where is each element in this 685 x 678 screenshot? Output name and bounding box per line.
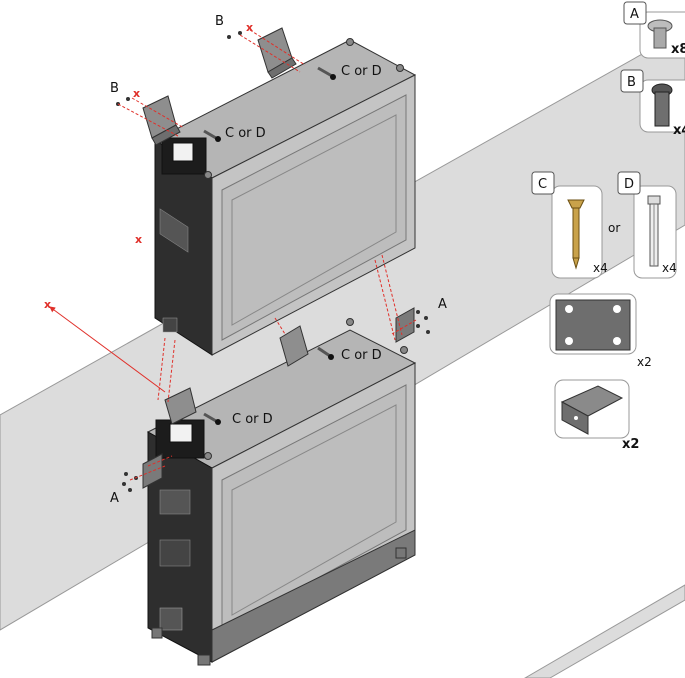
part-plate-card: x2 <box>549 293 652 369</box>
wall-bracket-top-left <box>142 95 181 146</box>
red-x-marks: x x x x <box>44 21 253 311</box>
lag-screw-2 <box>203 129 221 142</box>
wall-bracket-mid <box>279 325 309 367</box>
part-d-qty: x4 <box>662 261 677 275</box>
joint-plate-right <box>395 307 415 343</box>
lag-screw-3 <box>317 346 334 360</box>
small-screws-a <box>122 310 430 492</box>
part-plate-qty: x2 <box>637 355 652 369</box>
callout-c-or-d-4: C or D <box>232 412 273 427</box>
part-a-letter: A <box>630 7 639 22</box>
svg-text:x: x <box>135 233 142 246</box>
callout-a-right: A <box>438 297 447 312</box>
part-or-text: or <box>608 221 620 235</box>
flat-head-screw-icon <box>647 19 673 49</box>
lag-screw-1 <box>317 66 336 80</box>
part-d-letter: D <box>624 177 634 192</box>
part-a-card: A x8 <box>623 1 685 59</box>
svg-text:x: x <box>44 298 51 311</box>
callout-c-or-d-3: C or D <box>341 348 382 363</box>
part-b-letter: B <box>627 75 636 90</box>
wall-bracket-top-right <box>257 27 297 79</box>
part-b-card: B x4 <box>620 69 685 138</box>
part-c-letter: C <box>538 177 547 192</box>
joint-plate-left <box>142 453 163 489</box>
lag-screw-4 <box>203 412 221 425</box>
part-bracket-qty: x2 <box>622 437 639 452</box>
wall-anchor-icon <box>647 195 661 267</box>
callout-c-or-d-1: C or D <box>341 64 382 79</box>
part-b-qty: x4 <box>673 123 685 138</box>
svg-text:x: x <box>246 21 253 34</box>
svg-text:x: x <box>133 87 140 100</box>
part-c-card: C x4 <box>531 171 608 279</box>
battery-module-top <box>154 38 417 356</box>
callout-b-left: B <box>110 81 119 96</box>
wall-bracket-low <box>164 387 197 425</box>
callout-a-left: A <box>110 491 119 506</box>
part-d-card: D x4 <box>617 171 677 279</box>
callout-c-or-d-2: C or D <box>225 126 266 141</box>
battery-module-bottom <box>146 318 417 666</box>
part-bracket-card: x2 <box>554 379 639 452</box>
red-guide-lines <box>49 29 417 481</box>
wood-screw-icon <box>567 199 585 270</box>
mounting-plate-icon <box>555 299 631 351</box>
socket-bolt-icon <box>651 83 673 127</box>
angle-bracket-icon <box>560 385 624 435</box>
part-a-qty: x8 <box>671 42 685 57</box>
callout-b-top: B <box>215 14 224 29</box>
part-c-qty: x4 <box>593 261 608 275</box>
